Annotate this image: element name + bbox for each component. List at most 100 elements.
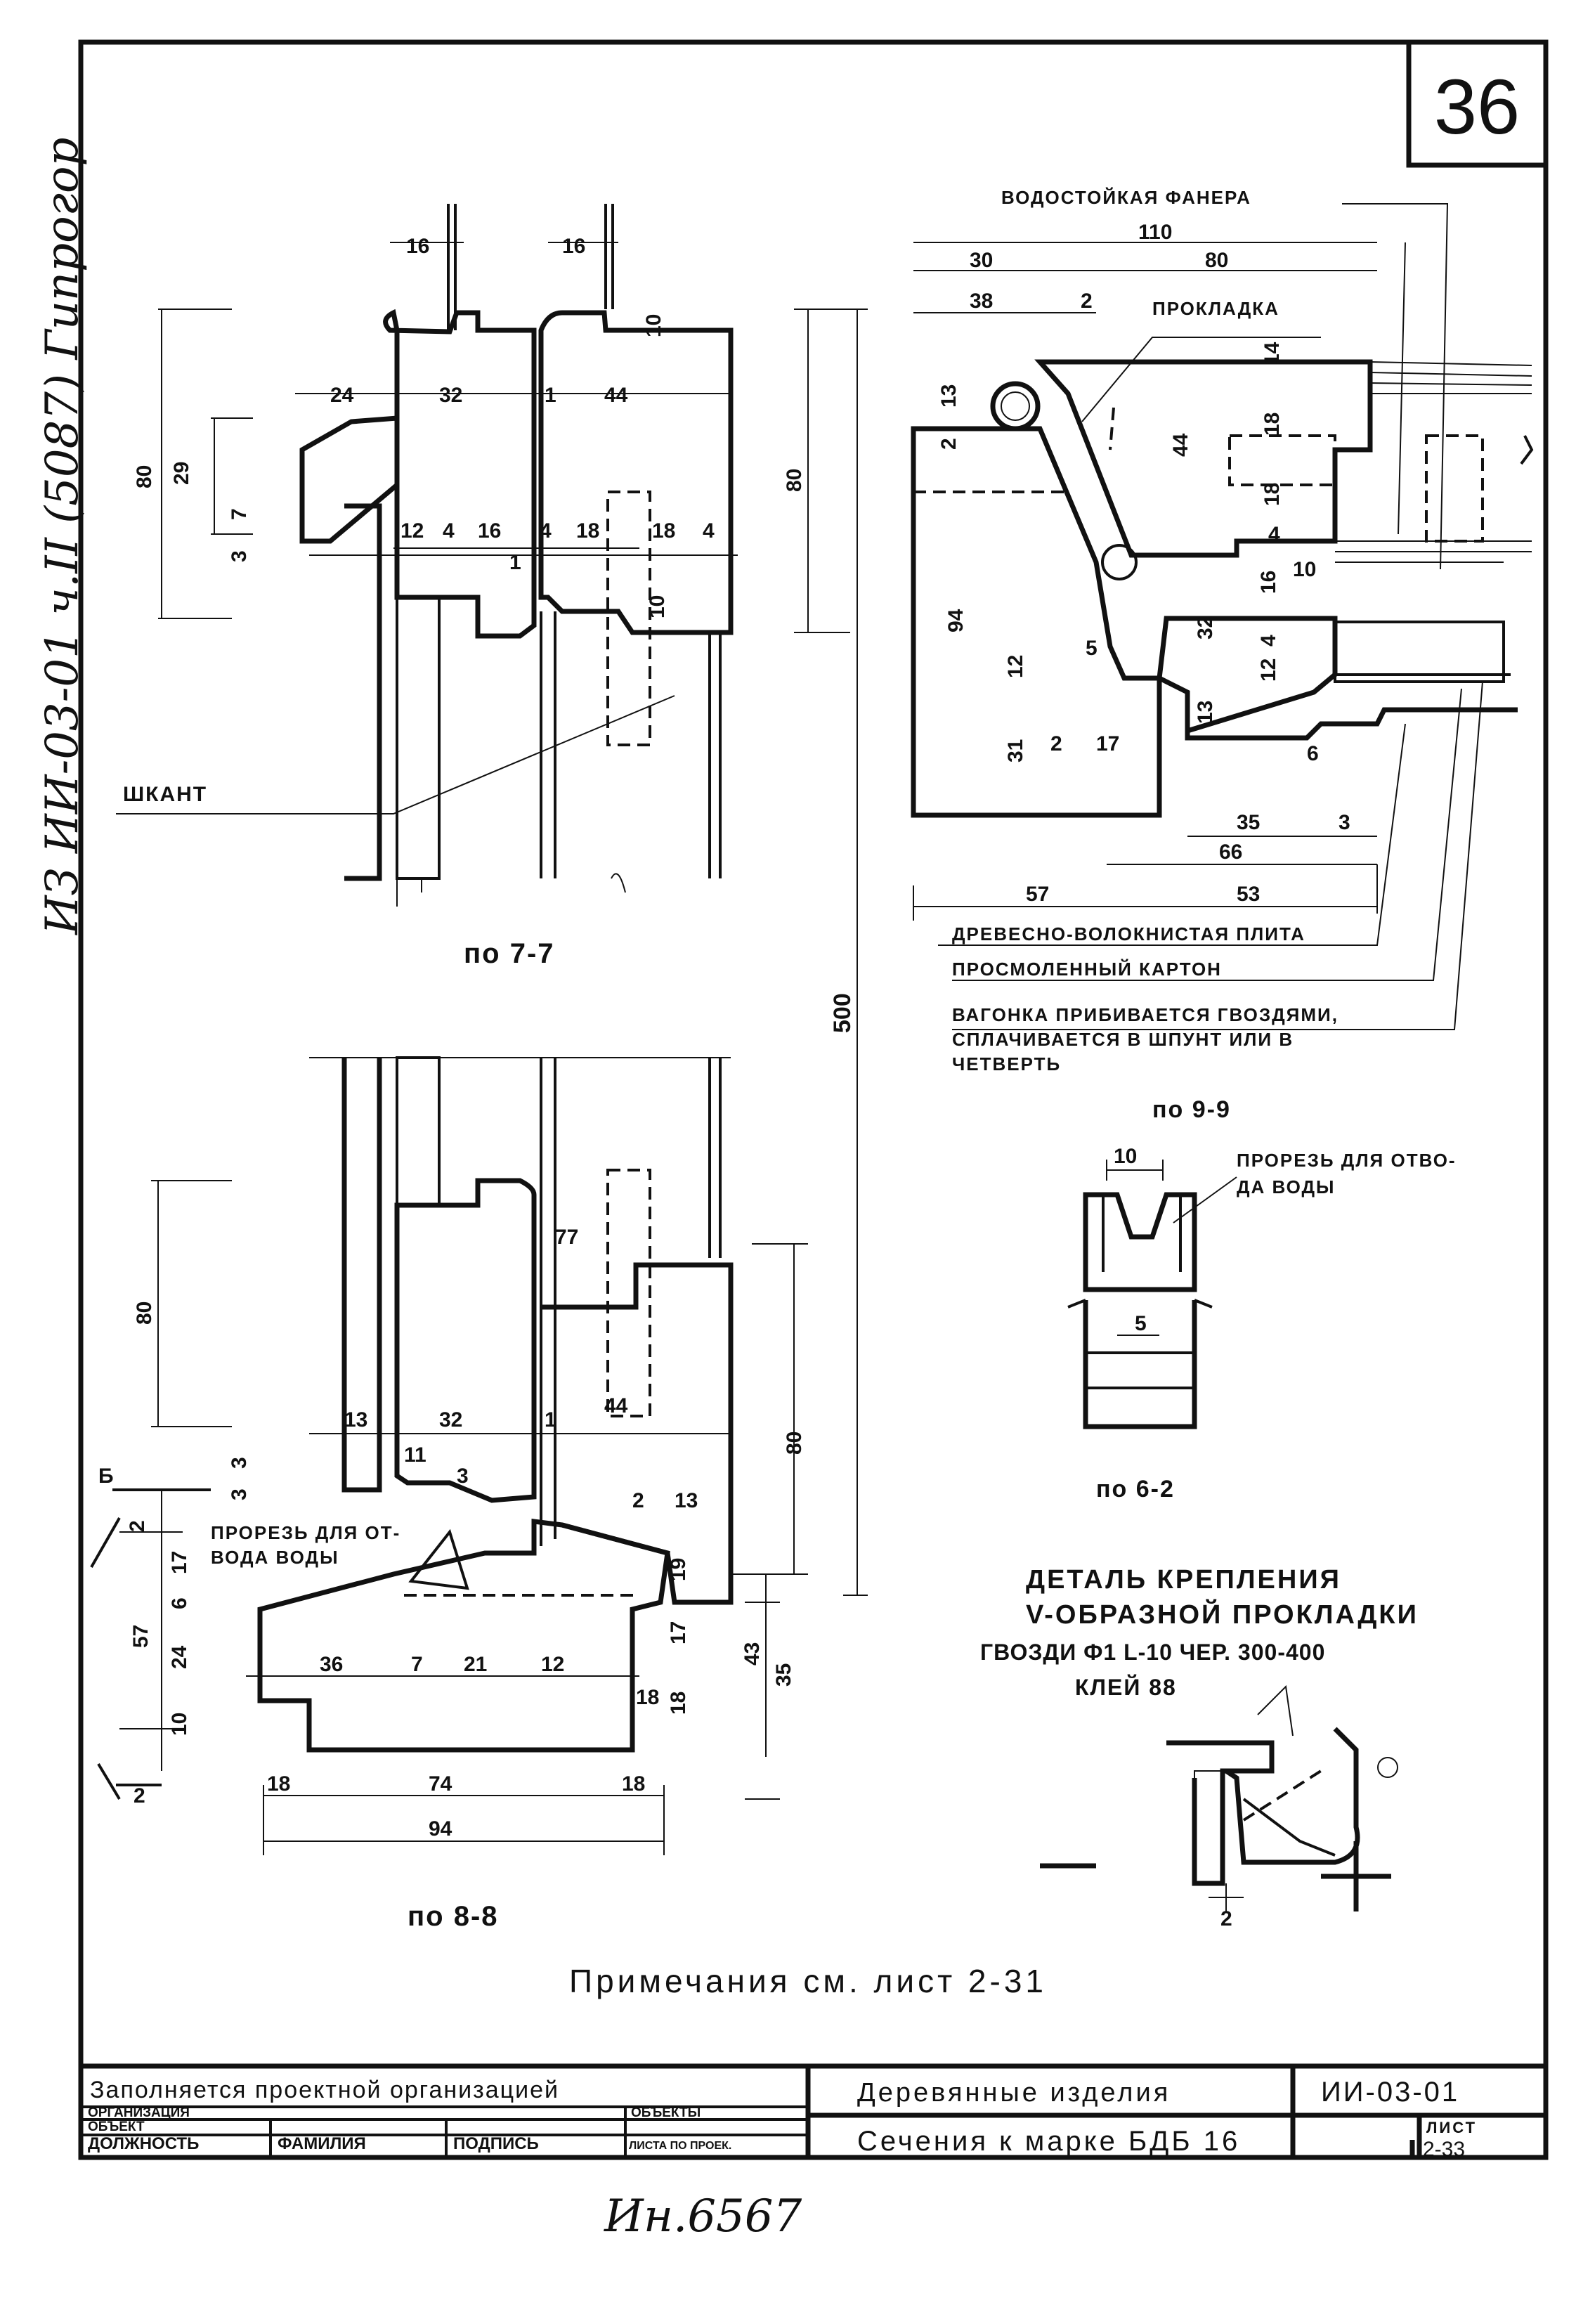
dim-24b: 24 <box>168 1645 191 1669</box>
dim-3b: 3 <box>1339 811 1350 834</box>
section-6-2 <box>1067 1160 1237 1429</box>
label-shkant: ШКАНТ <box>123 783 207 806</box>
dim-6b: 6 <box>168 1597 191 1609</box>
dim-1b: 1 <box>509 551 521 574</box>
dim-3e: 3 <box>228 1488 251 1500</box>
dim-18a: 18 <box>576 519 599 543</box>
dim-5b: 5 <box>1135 1312 1147 1335</box>
dim-18f: 18 <box>636 1686 659 1709</box>
dim-44c: 44 <box>604 1394 628 1417</box>
label-gasket: ПРОКЛАДКА <box>1152 298 1279 319</box>
label-slot-water-a-1: ПРОРЕЗЬ ДЛЯ ОТ- <box>211 1522 400 1543</box>
label-tar-paper: ПРОСМОЛЕННЫЙ КАРТОН <box>952 959 1222 980</box>
section-8-8 <box>90 1056 808 1855</box>
section-7-7 <box>116 204 850 907</box>
dim-53: 53 <box>1237 883 1260 906</box>
dim-500: 500 <box>829 993 856 1033</box>
tb-sheets-project: ЛИСТА ПО ПРОЕК. <box>629 2140 731 2152</box>
dim-16a: 16 <box>406 235 429 258</box>
label-vagonka-3: ЧЕТВЕРТЬ <box>952 1053 1061 1075</box>
dim-19: 19 <box>667 1558 690 1581</box>
dim-2c: 2 <box>1050 732 1062 755</box>
dim-18g: 18 <box>267 1772 290 1796</box>
dim-38: 38 <box>970 290 993 313</box>
dim-3d: 3 <box>228 1457 251 1469</box>
dim-17a: 17 <box>1096 732 1119 755</box>
section-label-6-2: по 6-2 <box>1096 1476 1175 1502</box>
tb-drawing-title: Сечения к марке БДБ 16 <box>857 2126 1240 2157</box>
dim-10c: 10 <box>1293 558 1316 581</box>
tb-sheet-value: 2-33 <box>1423 2138 1465 2161</box>
dim-74: 74 <box>429 1772 452 1796</box>
dim-12b: 12 <box>1004 655 1027 678</box>
title-block <box>81 2063 1546 2157</box>
label-nails: ГВОЗДИ Ф1 L-10 ЧЕР. 300-400 <box>980 1640 1325 1665</box>
dim-16d: 16 <box>1257 571 1280 594</box>
dim-32a: 32 <box>439 384 462 407</box>
dim-4b: 4 <box>540 519 552 543</box>
dim-12a: 12 <box>400 519 424 543</box>
dim-12c: 12 <box>1257 658 1280 682</box>
dim-32c: 32 <box>439 1408 462 1432</box>
dim-32b: 32 <box>1194 616 1217 640</box>
dim-1a: 1 <box>545 384 556 407</box>
dim-18e: 18 <box>667 1692 690 1715</box>
tb-filled-by: Заполняется проектной организацией <box>90 2077 559 2103</box>
dim-2f: 2 <box>1220 1907 1232 1930</box>
tb-position: ДОЛЖНОСТЬ <box>88 2134 199 2153</box>
dim-80b: 80 <box>783 469 806 492</box>
dim-2b: 2 <box>937 438 960 450</box>
dim-14: 14 <box>1261 342 1284 365</box>
dim-12d: 12 <box>541 1653 564 1676</box>
dim-35b: 35 <box>772 1663 795 1687</box>
dim-5a: 5 <box>1086 637 1098 660</box>
dim-7b: 7 <box>411 1653 423 1676</box>
detail-title-2: V-ОБРАЗНОЙ ПРОКЛАДКИ <box>1026 1598 1419 1630</box>
dim-31: 31 <box>1004 739 1027 762</box>
dim-7: 7 <box>228 508 251 520</box>
dim-3c: 3 <box>457 1465 469 1488</box>
dim-1c: 1 <box>545 1408 556 1432</box>
tb-organization: ОРГАНИЗАЦИЯ <box>88 2105 190 2120</box>
dim-2e: 2 <box>126 1520 149 1532</box>
margin-note: ИЗ ИИ-03-01 ч.II (5087) Гипрогор <box>37 138 89 936</box>
dim-4a: 4 <box>443 519 455 543</box>
dim-44b: 44 <box>1169 433 1192 457</box>
label-fiberboard: ДРЕВЕСНО-ВОЛОКНИСТАЯ ПЛИТА <box>952 923 1305 944</box>
dim-3: 3 <box>228 550 251 562</box>
tb-signature: ПОДПИСЬ <box>453 2134 539 2153</box>
dim-13c: 13 <box>344 1408 367 1432</box>
dim-21: 21 <box>464 1653 487 1676</box>
tb-objects-col: ОБЪЕКТЫ <box>631 2105 701 2120</box>
dim-4e: 4 <box>1257 635 1280 647</box>
label-slot-water-b-1: ПРОРЕЗЬ ДЛЯ ОТВО- <box>1237 1150 1457 1171</box>
section-label-9-9: по 9-9 <box>1152 1096 1231 1123</box>
sheet-number-box <box>1406 39 1549 168</box>
mark-2: 2 <box>133 1784 145 1807</box>
dim-94b: 94 <box>429 1817 452 1841</box>
dim-line-500 <box>843 309 868 1596</box>
dim-16b: 16 <box>562 235 585 258</box>
dim-17b: 17 <box>168 1551 191 1574</box>
dim-57a: 57 <box>1026 883 1049 906</box>
dim-18d: 18 <box>1261 483 1284 506</box>
dim-66: 66 <box>1219 840 1242 864</box>
dim-35a: 35 <box>1237 811 1260 834</box>
dim-29: 29 <box>170 462 193 485</box>
dim-13b: 13 <box>1194 701 1217 724</box>
dim-10d: 10 <box>168 1713 191 1736</box>
label-slot-water-b-2: ДА ВОДЫ <box>1237 1176 1336 1197</box>
dim-13a: 13 <box>937 384 960 408</box>
dim-43: 43 <box>741 1642 764 1666</box>
label-glue: КЛЕЙ 88 <box>1075 1675 1177 1700</box>
tb-series: ИИ-03-01 <box>1321 2077 1459 2108</box>
dim-77: 77 <box>555 1226 578 1249</box>
sheet-frame <box>78 39 1549 2160</box>
label-vagonka-2: СПЛАЧИВАЕТСЯ В ШПУНТ ИЛИ В <box>952 1029 1294 1050</box>
dim-6: 6 <box>1307 742 1319 765</box>
dim-44a: 44 <box>604 384 628 407</box>
tb-product-group: Деревянные изделия <box>857 2078 1171 2108</box>
dim-10b: 10 <box>646 595 669 618</box>
